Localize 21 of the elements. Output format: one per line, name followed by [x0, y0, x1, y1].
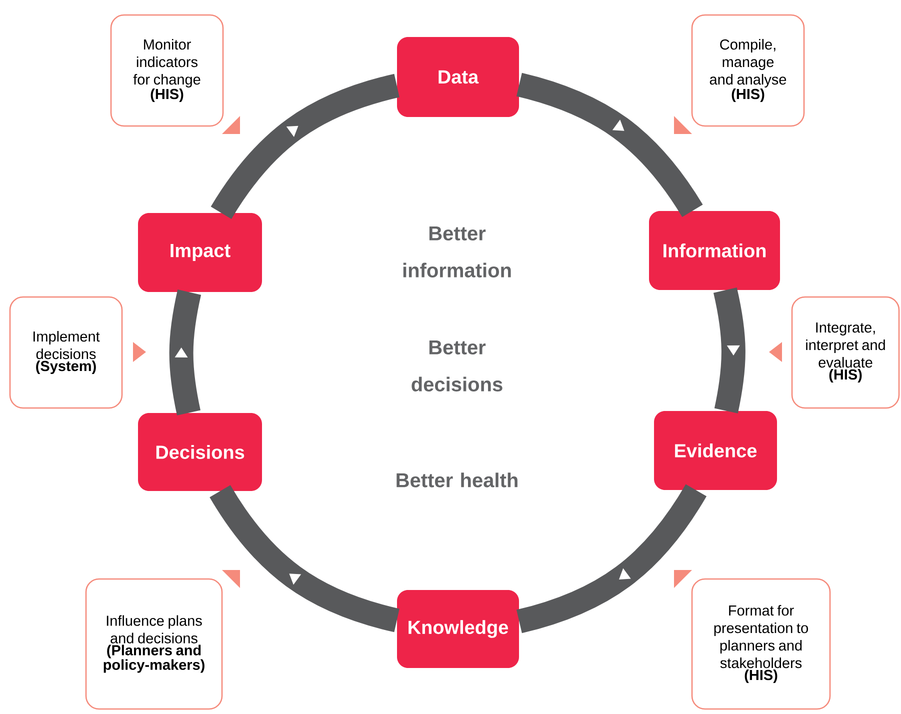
callout-box: Influence plans and decisions (Planners and policy-makers) [85, 578, 223, 710]
arrow [210, 74, 400, 220]
step-box: Information [649, 211, 780, 290]
step-box: Data [397, 37, 519, 117]
arrow [169, 290, 202, 416]
step-box: Evidence [654, 411, 777, 490]
step-box: Decisions [138, 413, 262, 491]
callout-box: Monitor indicators for change (HIS) [110, 14, 224, 127]
slogan-text: Better decisions [412, 340, 502, 392]
arrow [516, 72, 703, 218]
callout-box: Compile, manage and analyse (HIS) [691, 14, 805, 127]
step-box: Impact [138, 213, 262, 292]
slogan-text: Better health [396, 472, 518, 488]
arrow [210, 484, 400, 632]
callout-box: Integrate, interpret and evaluate (HIS) [791, 296, 900, 409]
arrow [713, 288, 746, 414]
slogan-text: Better information [403, 226, 511, 278]
step-box: Knowledge [397, 590, 519, 668]
arrow [516, 484, 706, 634]
callout-box: Format for presentation to planners and stakeholders (HIS) [691, 578, 831, 710]
callout-box: Implement decisions (System) [9, 296, 123, 409]
